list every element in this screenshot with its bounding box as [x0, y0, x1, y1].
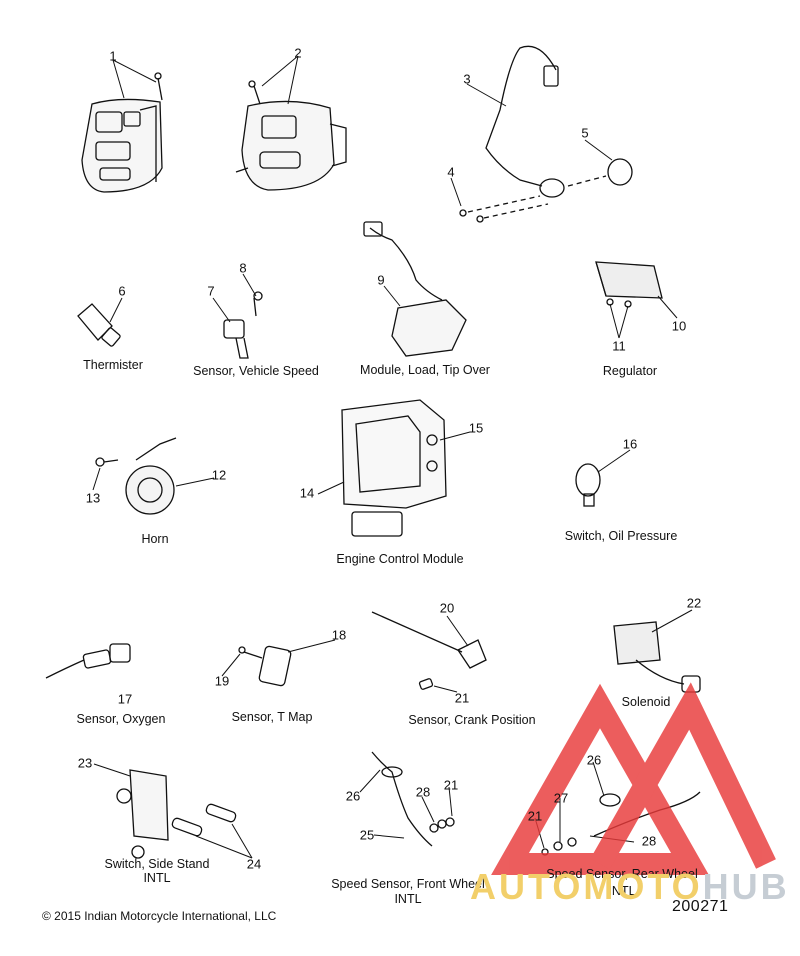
callout-2: 2: [294, 45, 302, 61]
callout-4: 4: [447, 164, 455, 180]
label-regulator: Regulator: [602, 364, 658, 378]
callout-26-front: 26: [345, 788, 361, 804]
callout-20: 20: [439, 600, 455, 616]
callout-23: 23: [77, 755, 93, 771]
figure-number: 200271: [672, 898, 729, 915]
label-oxygen-sensor: Sensor, Oxygen: [76, 712, 166, 726]
callout-21: 21: [454, 690, 470, 706]
callout-21-front: 21: [443, 777, 459, 793]
label-vehicle-speed-sensor: Sensor, Vehicle Speed: [193, 364, 319, 378]
tip-over-module-illustration: [363, 221, 467, 357]
thermister-illustration: [77, 303, 121, 347]
engine-control-module-illustration: [341, 399, 447, 537]
callout-3: 3: [463, 71, 471, 87]
vehicle-speed-sensor-illustration: [223, 291, 263, 359]
callout-10: 10: [671, 318, 687, 334]
front-wheel-speed-sensor-illustration: [371, 751, 455, 847]
watermark-part-a: AUTOMOTO: [470, 866, 703, 907]
watermark-part-b: HUB: [702, 866, 790, 907]
callout-22: 22: [686, 595, 702, 611]
label-front-wheel-sensor: Speed Sensor, Front Wheel: [331, 877, 485, 891]
callout-28-rear: 28: [641, 833, 657, 849]
callout-24: 24: [246, 856, 262, 872]
sensor-harness-illustration: [459, 45, 633, 223]
callout-8: 8: [239, 260, 247, 276]
watermark-text: AUTOMOTOHUB: [470, 866, 790, 908]
horn-illustration: [95, 437, 177, 515]
callout-17: 17: [117, 691, 133, 707]
t-map-sensor-illustration: [238, 645, 292, 687]
regulator-illustration: [595, 261, 663, 308]
label-t-map-sensor: Sensor, T Map: [231, 710, 313, 724]
leader-lines: [92, 55, 693, 859]
oxygen-sensor-illustration: [45, 643, 131, 679]
label-oil-pressure-switch: Switch, Oil Pressure: [564, 529, 678, 543]
callout-7: 7: [207, 283, 215, 299]
oil-pressure-switch-illustration: [575, 463, 601, 507]
callout-1: 1: [109, 48, 117, 64]
callout-6: 6: [118, 283, 126, 299]
label-rear-wheel-intl: INTL: [608, 884, 636, 898]
label-tip-over-module: Module, Load, Tip Over: [360, 363, 490, 377]
label-solenoid: Solenoid: [621, 695, 671, 709]
right-handlebar-switch-illustration: [235, 80, 347, 191]
callout-14: 14: [299, 485, 315, 501]
callout-26-rear: 26: [586, 752, 602, 768]
watermark-logo: [491, 682, 776, 875]
side-stand-switch-illustration: [116, 769, 237, 859]
callout-15: 15: [468, 420, 484, 436]
label-front-wheel-intl: INTL: [394, 892, 422, 906]
callout-18: 18: [331, 627, 347, 643]
callout-19: 19: [214, 673, 230, 689]
label-rear-wheel-sensor: Speed Sensor, Rear Wheel: [546, 867, 698, 881]
left-handlebar-switch-illustration: [81, 72, 163, 193]
callout-5: 5: [581, 125, 589, 141]
label-horn: Horn: [141, 532, 169, 546]
solenoid-illustration: [613, 621, 701, 693]
copyright-notice: © 2015 Indian Motorcycle International, …: [42, 909, 277, 923]
callout-9: 9: [377, 272, 385, 288]
callout-28-front: 28: [415, 784, 431, 800]
callout-16: 16: [622, 436, 638, 452]
label-crank-position-sensor: Sensor, Crank Position: [408, 713, 536, 727]
label-side-stand-intl: INTL: [143, 871, 171, 885]
callout-13: 13: [85, 490, 101, 506]
callout-27: 27: [553, 790, 569, 806]
label-thermister: Thermister: [83, 358, 143, 372]
callout-12: 12: [211, 467, 227, 483]
crank-position-sensor-illustration: [371, 611, 487, 690]
callout-25: 25: [359, 827, 375, 843]
label-engine-control-module: Engine Control Module: [336, 552, 464, 566]
callout-11: 11: [612, 338, 626, 354]
callout-21-rear: 21: [527, 808, 543, 824]
label-side-stand-switch: Switch, Side Stand: [104, 857, 210, 871]
